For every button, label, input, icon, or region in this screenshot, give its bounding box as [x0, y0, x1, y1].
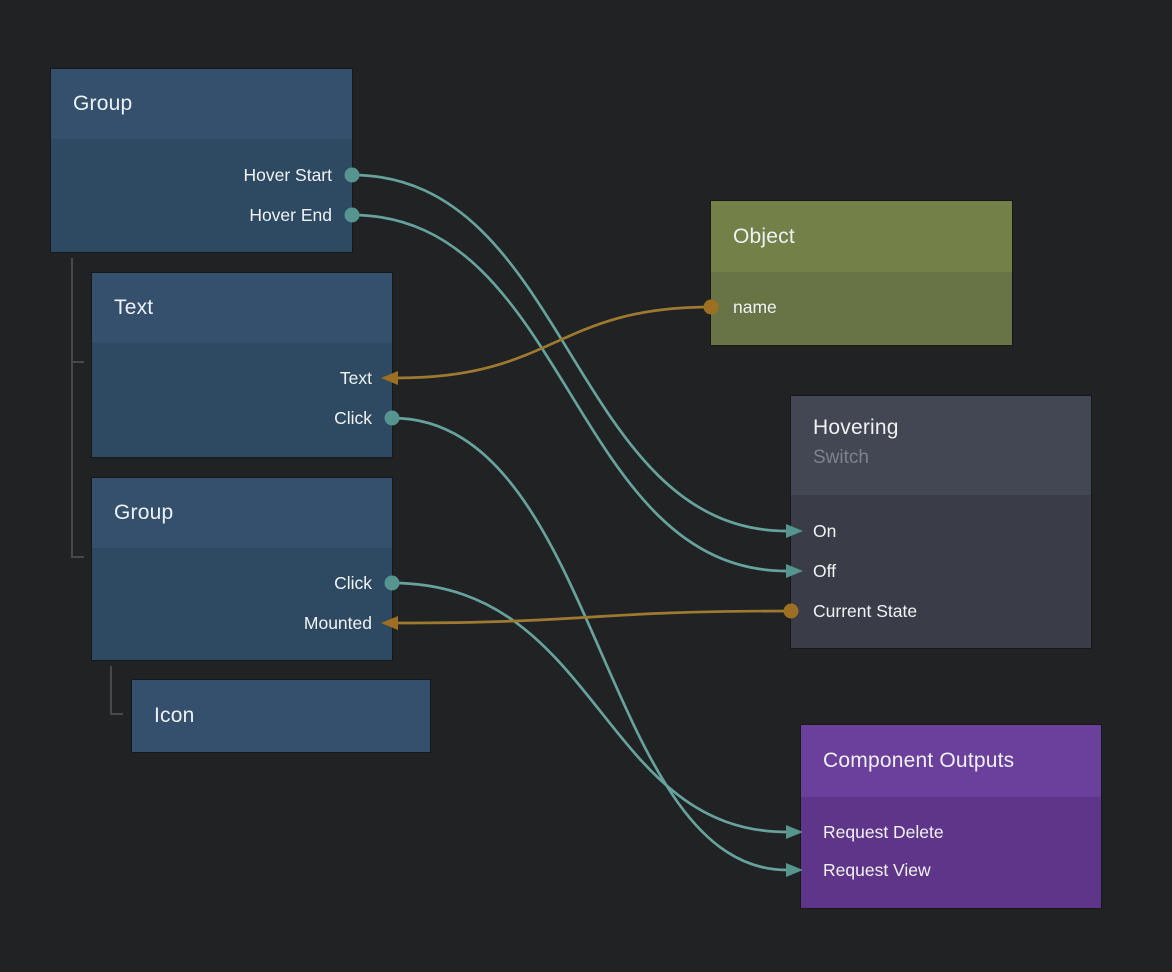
node-hovering-header[interactable]: Hovering Switch — [791, 396, 1091, 495]
output-port-dot-name[interactable] — [703, 299, 719, 315]
input-port-arrow-request-view[interactable] — [786, 863, 803, 877]
hierarchy-line-icon-branch — [110, 666, 123, 715]
node-title: Text — [114, 296, 154, 319]
node-title: Hovering — [813, 416, 899, 439]
connection-text-click-to-request-view[interactable] — [391, 416, 788, 872]
node-title: Object — [733, 224, 795, 248]
input-port-arrow-request-delete[interactable] — [786, 825, 803, 839]
node-group-1-header[interactable]: Group — [51, 69, 352, 139]
node-group-1[interactable]: Group Hover Start Hover End — [51, 69, 352, 252]
node-icon[interactable]: Icon — [132, 680, 430, 752]
port-label-name[interactable]: name — [733, 297, 777, 317]
node-hovering-switch[interactable]: Hovering Switch On Off Current State — [791, 396, 1091, 648]
output-port-dot-hover-start[interactable] — [344, 167, 360, 183]
port-label-text[interactable]: Text — [339, 368, 372, 388]
port-label-current-state[interactable]: Current State — [813, 601, 918, 621]
connection-group-click-to-request-delete[interactable] — [391, 581, 788, 834]
node-object-header[interactable]: Object — [711, 201, 1012, 272]
port-label-click[interactable]: Click — [334, 408, 372, 428]
node-text-header[interactable]: Text — [92, 273, 392, 343]
output-port-dot-text-click[interactable] — [384, 410, 400, 426]
port-label-mounted[interactable]: Mounted — [303, 613, 372, 633]
node-component-outputs-header[interactable]: Component Outputs — [801, 725, 1101, 797]
node-subtitle: Switch — [813, 447, 869, 468]
input-port-arrow-text[interactable] — [381, 371, 398, 385]
node-title: Group — [73, 92, 133, 115]
hierarchy-line-group1-children — [71, 258, 84, 558]
node-group-2-header[interactable]: Group — [92, 478, 392, 548]
output-port-dot-current-state[interactable] — [783, 603, 799, 619]
node-text[interactable]: Text Text Click — [92, 273, 392, 457]
input-port-arrow-mounted[interactable] — [381, 616, 398, 630]
node-title: Component Outputs — [823, 749, 1015, 772]
connection-name-to-text[interactable] — [396, 305, 712, 380]
input-port-arrow-on[interactable] — [786, 524, 803, 538]
node-component-outputs[interactable]: Component Outputs Request Delete Request… — [801, 725, 1101, 908]
port-label-click[interactable]: Click — [334, 573, 372, 593]
port-label-request-delete[interactable]: Request Delete — [823, 822, 944, 842]
port-label-hover-start[interactable]: Hover Start — [243, 165, 333, 185]
output-port-dot-hover-end[interactable] — [344, 207, 360, 223]
node-title: Icon — [154, 704, 195, 727]
port-label-on[interactable]: On — [813, 521, 837, 541]
connection-hover-end-to-off[interactable] — [351, 213, 788, 573]
connection-current-state-to-mounted[interactable] — [396, 609, 792, 625]
port-label-request-view[interactable]: Request View — [823, 860, 931, 880]
node-title: Group — [114, 501, 174, 524]
output-port-dot-group-click[interactable] — [384, 575, 400, 591]
node-object[interactable]: Object name — [711, 201, 1012, 345]
port-label-hover-end[interactable]: Hover End — [249, 205, 332, 225]
node-group-2[interactable]: Group Click Mounted — [92, 478, 392, 660]
port-label-off[interactable]: Off — [813, 561, 837, 581]
input-port-arrow-off[interactable] — [786, 564, 803, 578]
connection-hover-start-to-on[interactable] — [351, 173, 788, 533]
